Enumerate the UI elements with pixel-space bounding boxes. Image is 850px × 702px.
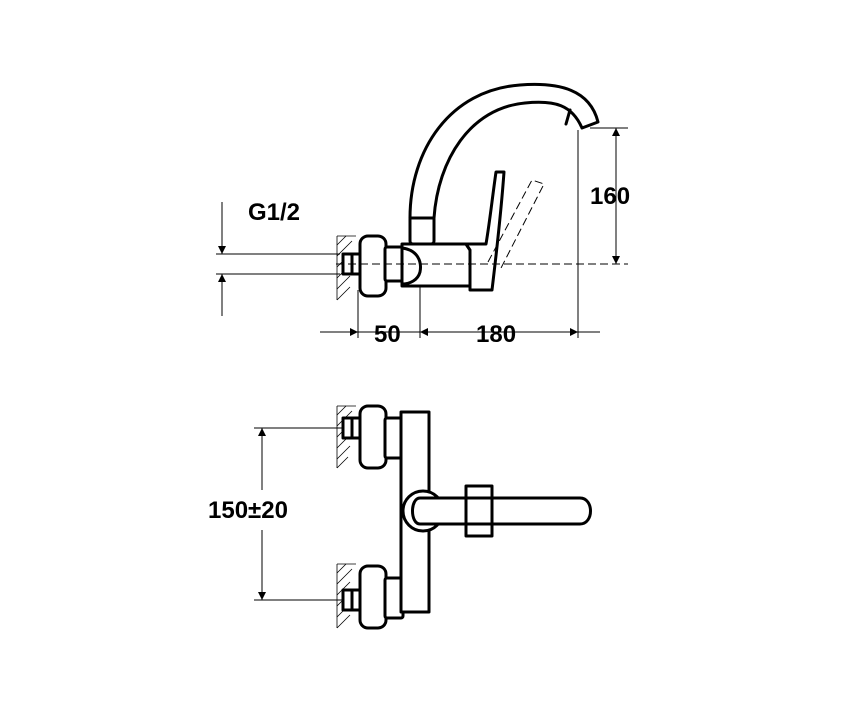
spout-top: [408, 82, 600, 220]
lever-handle-top: [464, 170, 506, 292]
plan-view: [254, 404, 592, 630]
inlet-fitting-upper: [341, 404, 405, 470]
swivel-nut: [408, 214, 436, 246]
offset-label: 50: [374, 321, 401, 348]
lever-block-plan: [464, 484, 494, 538]
inlet-fitting-lower: [341, 564, 405, 630]
inlet-fitting-top: [341, 234, 405, 298]
thread-label: G1/2: [248, 199, 300, 226]
lever-open-position: [487, 179, 545, 271]
valve-body-top: [400, 242, 472, 288]
side-view: [216, 82, 628, 338]
center-distance-label: 150±20: [208, 497, 288, 524]
wall-hatch-upper: [336, 405, 356, 469]
aerator-line: [564, 108, 572, 126]
height-label: 160: [590, 183, 630, 210]
spout-plan: [411, 496, 592, 526]
reach-label: 180: [476, 321, 516, 348]
